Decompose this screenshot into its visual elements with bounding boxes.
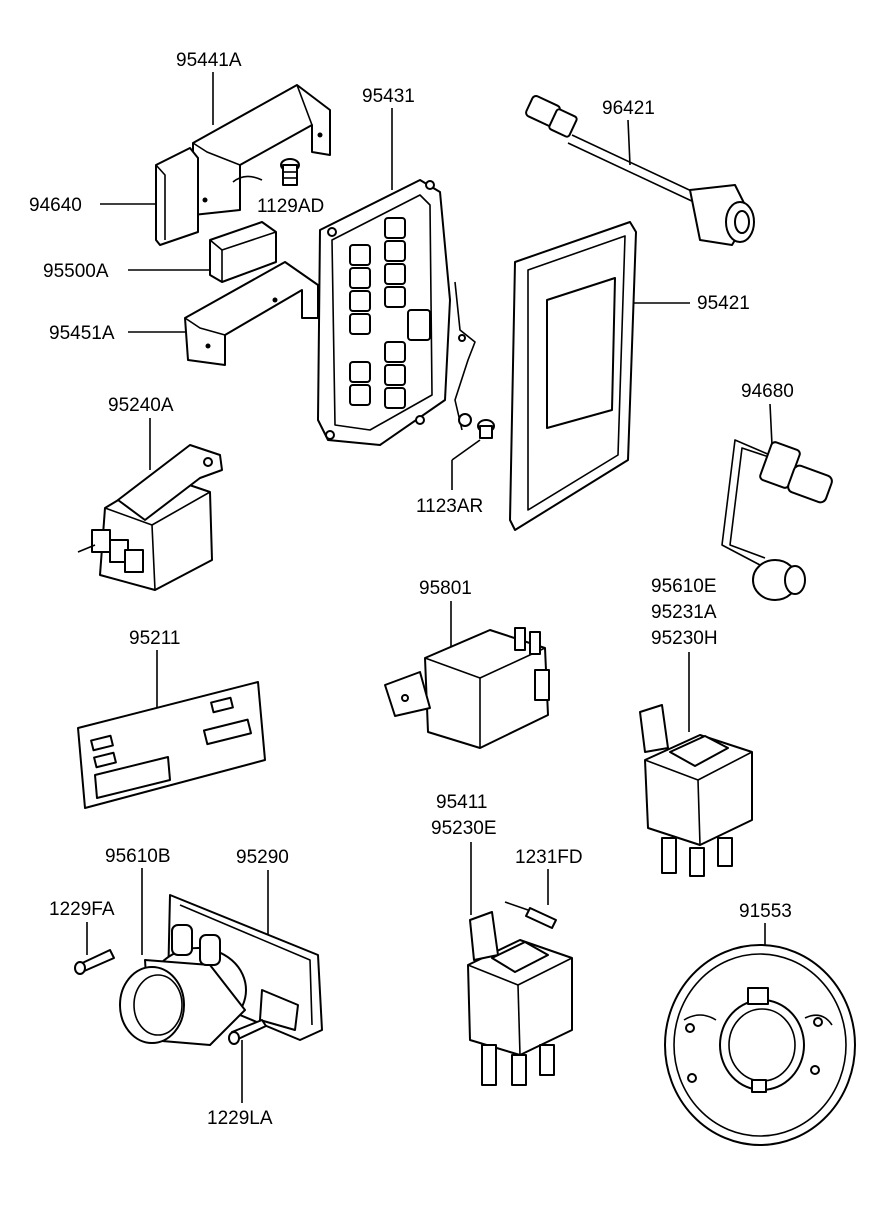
label-1231FD: 1231FD: [515, 847, 583, 868]
label-95211: 95211: [129, 628, 180, 649]
sensor-96421-drawing: [525, 95, 755, 246]
screw-1129AD-drawing: [280, 158, 300, 186]
screw-1229FA-drawing: [74, 949, 115, 975]
label-1123AR: 1123AR: [416, 496, 483, 517]
bracket-94640-drawing: [155, 147, 263, 246]
label-95610B: 95610B: [105, 846, 171, 867]
label-95231A: 95231A: [651, 602, 717, 623]
label-95411: 95411: [436, 792, 487, 813]
label-94680: 94680: [741, 381, 794, 402]
flasher-95290-drawing: [119, 894, 323, 1046]
label-95441A: 95441A: [176, 50, 242, 71]
relay-95411-drawing: [467, 911, 573, 1086]
clip-1123AR-drawing: [454, 281, 495, 439]
fuse-cells: [349, 217, 431, 409]
leader-lines: [86, 72, 773, 1103]
relay-95801-drawing: [384, 627, 550, 749]
label-95240A: 95240A: [108, 395, 174, 416]
bracket-95441A-drawing: [192, 84, 331, 216]
relay-95240A-drawing: [77, 444, 223, 591]
plate-91553-drawing: [664, 944, 856, 1146]
label-96421: 96421: [602, 98, 655, 119]
label-plate-95211-drawing: [77, 681, 266, 809]
label-95230H: 95230H: [651, 628, 718, 649]
label-95230E: 95230E: [431, 818, 497, 839]
label-95421: 95421: [697, 293, 750, 314]
screw-1231FD-drawing: [504, 901, 557, 929]
label-95801: 95801: [419, 578, 472, 599]
label-1229FA: 1229FA: [49, 899, 115, 920]
sensor-94680-drawing: [721, 439, 833, 601]
label-95431: 95431: [362, 86, 415, 107]
label-95610E: 95610E: [651, 576, 717, 597]
cover-95421-drawing: [509, 221, 637, 531]
label-95290: 95290: [236, 847, 289, 868]
bracket-95451A-drawing: [184, 261, 319, 366]
label-95451A: 95451A: [49, 323, 115, 344]
relay-95230H-drawing: [639, 704, 753, 877]
label-95500A: 95500A: [43, 261, 109, 282]
label-1129AD: 1129AD: [257, 196, 324, 217]
fuse-box-95431-drawing: [317, 179, 451, 446]
bracket-95500A-drawing: [209, 221, 277, 283]
label-91553: 91553: [739, 901, 792, 922]
label-1229LA: 1229LA: [207, 1108, 273, 1129]
label-94640: 94640: [29, 195, 82, 216]
